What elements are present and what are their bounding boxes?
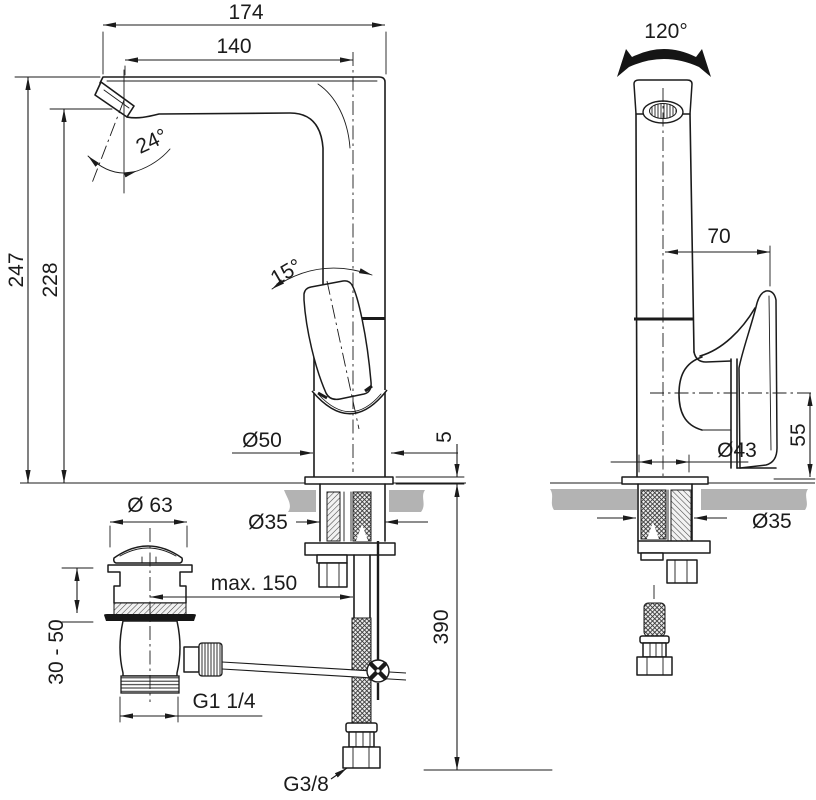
supply-hose-front [636, 585, 673, 676]
dim-label-spout-reach: 140 [216, 35, 251, 58]
dimension-hose-length: 390 [423, 484, 553, 771]
pop-up-linkage [183, 541, 407, 700]
dim-label-body-diameter: Ø50 [242, 429, 282, 452]
dim-label-hose-thread: G3/8 [283, 773, 329, 796]
left-view-side: 24° 15° 174 140 247 228 [5, 1, 553, 796]
dim-label-base-plate-height: 5 [433, 431, 456, 443]
dimension-total-height: 247 [5, 76, 101, 483]
handle-lever-front [738, 290, 778, 469]
linkage-knurled-nut [198, 642, 223, 677]
dim-label-handle-height: 55 [787, 423, 810, 446]
dimension-drain-thread: G1 1/4 [119, 690, 263, 723]
dimension-body-diameter: Ø50 [232, 429, 458, 456]
mounting-shank-front [637, 483, 711, 584]
dim-label-drain-diameter: Ø 63 [127, 494, 173, 517]
dim-label-drain-thread: G1 1/4 [192, 690, 255, 713]
dimension-total-width: 174 [102, 1, 387, 75]
faucet-body-side [94, 52, 394, 485]
dim-label-drain-offset: max. 150 [211, 572, 297, 595]
clamp-bracket [304, 542, 396, 556]
dim-label-hole-diameter-right: Ø35 [752, 510, 792, 533]
dimension-drain-offset: max. 150 [150, 572, 353, 600]
dimension-hose-thread: G3/8 [283, 767, 348, 796]
mounting-nut [318, 562, 348, 588]
swivel-arrow: 120° [617, 20, 711, 77]
cartridge-dome-front [678, 356, 703, 431]
clamp-bracket-front [637, 540, 711, 554]
dim-label-mount-thickness: 30 - 50 [45, 619, 68, 684]
dimension-drain-diameter: Ø 63 [109, 494, 188, 548]
hose-connector-nut [342, 746, 381, 769]
dimension-base-plate-height: 5 [395, 431, 465, 485]
dim-label-handle-reach: 70 [707, 225, 730, 248]
dimension-hole-diameter-left: Ø35 [248, 511, 428, 534]
faucet-body-front [621, 79, 778, 485]
dimension-handle-reach: 70 [665, 225, 771, 287]
dim-label-total-height: 247 [5, 252, 28, 287]
dimension-hole-diameter-right: Ø35 [597, 510, 792, 533]
handle-axis-centerline [326, 280, 360, 430]
dim-label-handle-angle: 15° [267, 255, 306, 291]
right-view-front: 120° [550, 20, 816, 676]
drain-waste-assembly [104, 528, 196, 702]
dim-label-swivel-angle: 120° [644, 20, 687, 43]
dimension-spout-reach: 140 [124, 35, 353, 76]
dim-label-base-diameter: Ø43 [717, 439, 757, 462]
dimension-spout-height: 228 [39, 108, 113, 483]
swivel-arc-icon [617, 49, 711, 77]
mounting-nut-front [666, 559, 698, 584]
dim-label-spout-height: 228 [39, 262, 62, 297]
dimension-base-diameter: Ø43 [610, 439, 757, 473]
dim-label-hole-diameter-left: Ø35 [248, 511, 288, 534]
dim-label-hose-length: 390 [430, 609, 453, 644]
spout-outlet-nozzle [94, 81, 135, 118]
dimension-handle-height: 55 [650, 392, 816, 480]
hose-connector-nut-front [636, 656, 673, 676]
spray-angle-annotation: 24° [87, 69, 171, 194]
countertop-left-view [284, 490, 425, 512]
base-plate-front [621, 476, 709, 485]
dim-label-total-width: 174 [228, 1, 263, 24]
drain-plug-cap [113, 545, 183, 564]
base-plate-side [304, 476, 394, 485]
mounting-shank-side [304, 483, 396, 588]
dimension-mount-thickness: 30 - 50 [45, 567, 94, 685]
countertop-right-view [550, 489, 808, 510]
